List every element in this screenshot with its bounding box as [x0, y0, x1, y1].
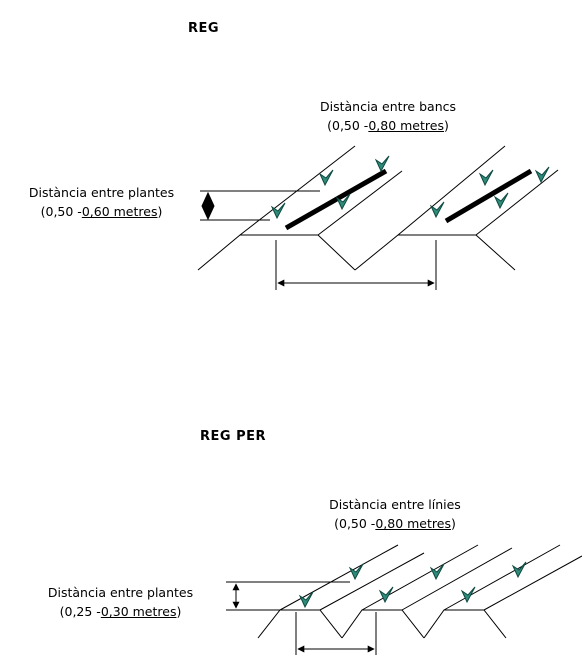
plant-distance-range: (0,25 -0,30 metres) [59, 604, 182, 619]
diagram2-plant-distance-marker [226, 581, 350, 611]
row-distance-range: (0,50 -0,80 metres) [327, 118, 449, 133]
diagram2-plants [299, 561, 527, 608]
row-distance-name: Distància entre línies [329, 497, 461, 512]
plant-distance-name: Distància entre plantes [47, 585, 194, 600]
row-distance-range: (0,50 -0,80 metres) [334, 516, 456, 531]
diagram2-row-distance-marker [295, 612, 377, 655]
diagram2-beds [257, 544, 582, 639]
diagram2-row-distance-label: Distància entre línies (0,50 -0,80 metre… [305, 495, 485, 533]
diagram1-drip-lines [284, 168, 533, 231]
diagram2-plant-distance-label: Distància entre plantes (0,25 -0,30 metr… [28, 583, 213, 621]
diagram2-title: REG PER [200, 429, 267, 444]
diagram1-plant-distance-marker [200, 190, 320, 221]
plant-distance-range: (0,50 -0,60 metres) [40, 204, 163, 219]
row-distance-name: Distància entre bancs [319, 99, 457, 114]
diagram1-row-distance-label: Distància entre bancs (0,50 -0,80 metres… [288, 97, 488, 135]
diagram1-row-distance-marker [275, 240, 437, 290]
diagram1-title: REG [188, 21, 220, 36]
plant-distance-name: Distància entre plantes [28, 185, 175, 200]
diagram1-plant-distance-label: Distància entre plantes (0,50 -0,60 metr… [4, 183, 199, 221]
